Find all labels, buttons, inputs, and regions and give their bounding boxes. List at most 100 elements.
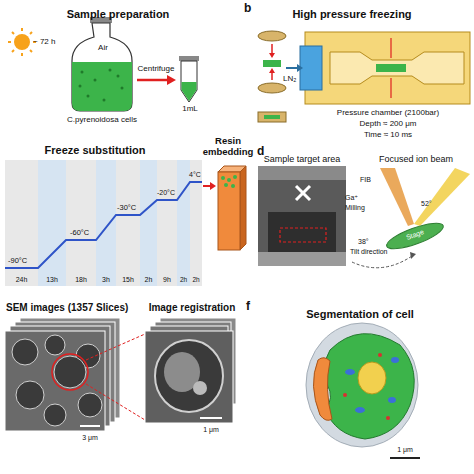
culture-flask bbox=[79, 69, 124, 102]
scale-label: 1 μm bbox=[203, 426, 219, 434]
sun-icon bbox=[8, 28, 36, 56]
tube bbox=[181, 61, 197, 102]
annotation: Stage bbox=[405, 228, 425, 242]
segmented-cell bbox=[313, 358, 332, 421]
segmented-cell bbox=[343, 353, 390, 420]
resin-block bbox=[233, 175, 237, 179]
axis-label: 18h bbox=[75, 276, 87, 284]
sem-stack bbox=[5, 331, 105, 431]
tube bbox=[179, 56, 199, 61]
axis-label: 24h bbox=[16, 276, 28, 284]
centrifuge-arrow bbox=[167, 75, 176, 85]
sem-target-image bbox=[296, 186, 310, 200]
sun-icon bbox=[21, 53, 23, 56]
registered-stack bbox=[200, 417, 222, 419]
temperature-chart bbox=[66, 160, 96, 286]
segmented-cell bbox=[345, 369, 355, 375]
axis-label: 3h bbox=[102, 276, 110, 284]
resin-block bbox=[221, 175, 237, 188]
annotation: 1mL bbox=[182, 104, 198, 113]
sample-carriers bbox=[269, 68, 275, 73]
registered-stack bbox=[145, 331, 233, 423]
temperature-chart bbox=[5, 182, 202, 268]
annotation: Time ≈ 10 ms bbox=[364, 130, 412, 139]
annotation: Milling bbox=[345, 204, 365, 212]
culture-flask bbox=[81, 71, 84, 74]
pressure-chamber bbox=[390, 38, 391, 58]
registered-stack bbox=[145, 318, 236, 423]
panel-title: High pressure freezing bbox=[292, 8, 411, 21]
sample-carriers bbox=[258, 31, 286, 122]
axis-label: 9h bbox=[163, 276, 171, 284]
culture-flask bbox=[72, 62, 132, 111]
fib-geometry bbox=[410, 252, 416, 259]
sem-stack bbox=[16, 381, 44, 409]
sun-icon bbox=[14, 34, 30, 50]
sem-target-image bbox=[296, 186, 310, 200]
pressure-chamber bbox=[330, 52, 464, 84]
axis-label: 4°C bbox=[189, 171, 201, 179]
sun-icon bbox=[8, 41, 11, 43]
pressure-chamber bbox=[300, 46, 322, 90]
panel-letter: f bbox=[246, 300, 250, 314]
sem-target-image bbox=[258, 166, 346, 266]
resin-block bbox=[224, 183, 228, 187]
fib-geometry bbox=[380, 168, 414, 226]
annotation: FIB bbox=[360, 176, 371, 184]
segmented-cell bbox=[355, 407, 365, 413]
axis-label: -90°C bbox=[8, 257, 27, 266]
annotation: C.pyrenoidosa cells bbox=[67, 115, 137, 124]
culture-flask bbox=[94, 79, 97, 82]
temperature-chart bbox=[140, 160, 157, 286]
pressure-chamber bbox=[297, 64, 303, 72]
sem-stack bbox=[52, 354, 88, 390]
panel-title: SEM images (1357 Slices) bbox=[6, 302, 128, 314]
registered-stack bbox=[193, 381, 207, 395]
resin-block bbox=[203, 185, 211, 187]
segmented-cell bbox=[390, 457, 420, 459]
sample-carriers bbox=[263, 60, 281, 67]
sun-icon bbox=[30, 32, 32, 34]
temperature-chart bbox=[190, 160, 202, 286]
resin-block bbox=[210, 182, 216, 190]
sem-target-image bbox=[296, 186, 310, 200]
culture-flask bbox=[109, 69, 112, 72]
annotation: Depth ≈ 200 μm bbox=[359, 119, 416, 128]
segmented-cell bbox=[388, 397, 396, 403]
pressure-chamber bbox=[390, 78, 391, 98]
sun-icon bbox=[8, 28, 36, 56]
sem-stack bbox=[12, 339, 38, 365]
sem-target-image bbox=[268, 212, 336, 252]
panel-title: Focused ion beam bbox=[379, 154, 453, 164]
segmented-cell bbox=[386, 416, 390, 420]
sun-icon bbox=[12, 50, 14, 52]
sun-icon bbox=[12, 32, 14, 34]
segmented-cell bbox=[358, 362, 386, 394]
sample-carriers bbox=[271, 44, 273, 54]
pressure-chamber bbox=[286, 67, 298, 69]
sem-target-image bbox=[280, 228, 326, 242]
sem-target-image bbox=[258, 166, 346, 180]
resin-block bbox=[240, 166, 246, 250]
axis-label: 13h bbox=[46, 276, 58, 284]
sem-target-image bbox=[258, 252, 346, 266]
sem-stack bbox=[86, 384, 145, 420]
sem-stack bbox=[54, 356, 86, 388]
culture-flask bbox=[72, 17, 132, 111]
resin-block bbox=[227, 178, 231, 182]
sample-carriers bbox=[264, 115, 280, 119]
axis-label: 2h bbox=[180, 276, 187, 283]
segmented-cell bbox=[378, 353, 382, 357]
segmented-cell bbox=[324, 334, 415, 439]
temperature-chart bbox=[5, 160, 202, 286]
sample-carriers bbox=[258, 31, 286, 41]
sample-carriers bbox=[269, 53, 275, 58]
culture-flask bbox=[72, 23, 132, 111]
annotation: Air bbox=[98, 43, 108, 52]
culture-flask bbox=[121, 87, 124, 90]
sem-target-image bbox=[258, 166, 346, 266]
annotation: Centrifuge bbox=[138, 64, 175, 73]
axis-label: -20°C bbox=[157, 189, 175, 197]
sem-stack bbox=[80, 425, 100, 427]
panel-title: Resin embedding bbox=[201, 136, 255, 158]
